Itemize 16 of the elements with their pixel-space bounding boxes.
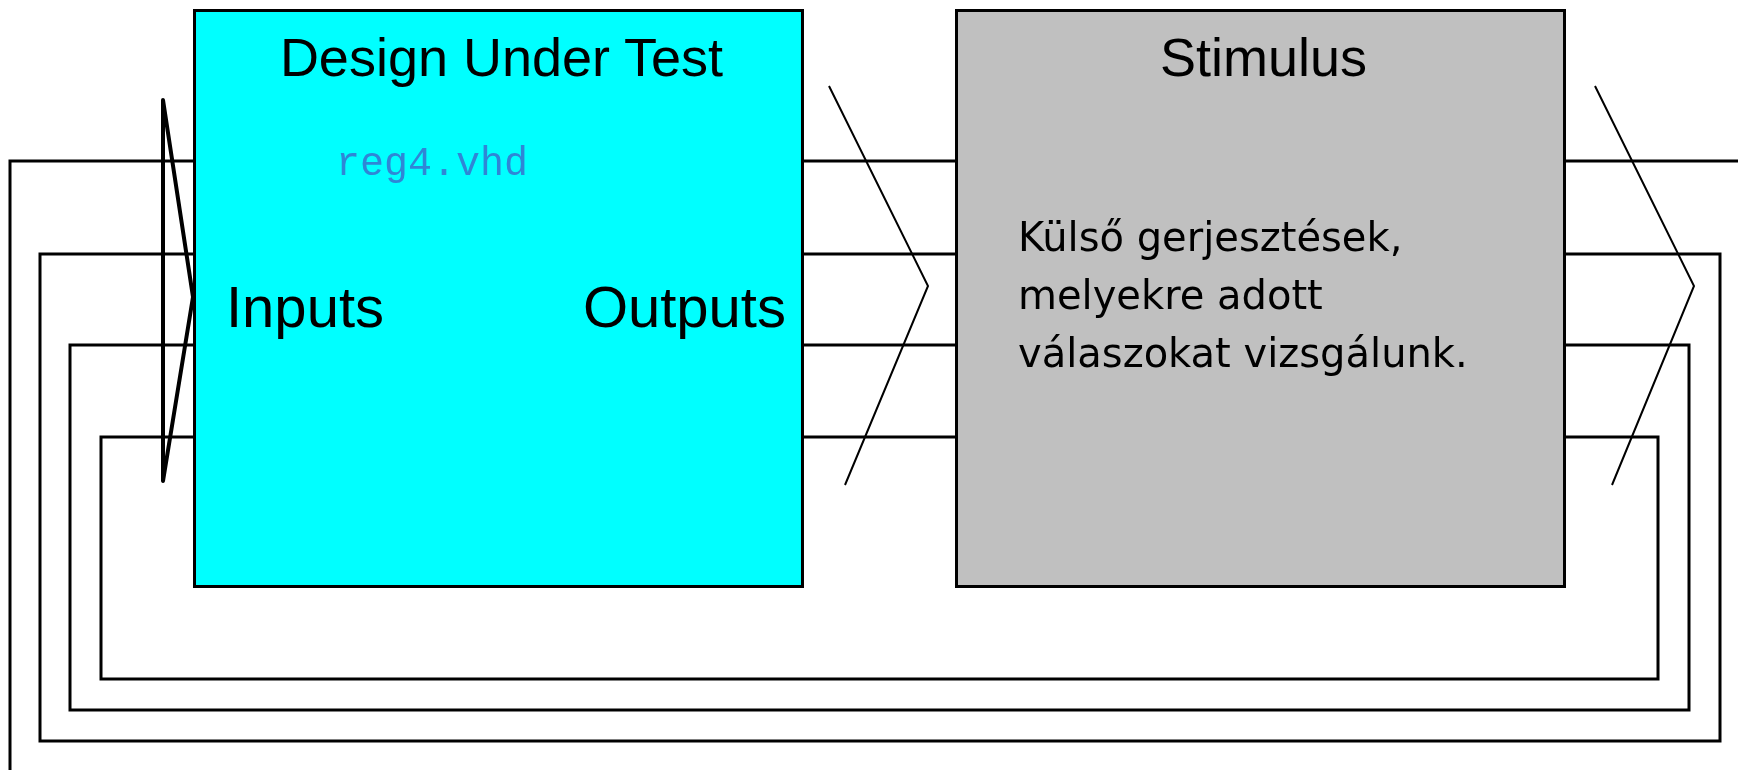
signal-line bbox=[804, 435, 955, 439]
box-title: Design Under Test bbox=[278, 26, 725, 89]
box-title: Stimulus bbox=[1158, 26, 1369, 89]
signal-line bbox=[38, 252, 1722, 743]
module-box bbox=[193, 9, 804, 588]
signal-line bbox=[99, 435, 1660, 681]
description-text: Külső gerjesztések, melyekre adott válaszokat vizsgálunk. bbox=[1018, 213, 1469, 378]
port-label: Outputs bbox=[581, 274, 786, 341]
signal-line bbox=[804, 343, 955, 347]
signal-line bbox=[804, 252, 955, 256]
signal-line bbox=[8, 159, 1738, 770]
module-box bbox=[955, 9, 1566, 588]
signal-line bbox=[68, 343, 1691, 712]
port-label: Inputs bbox=[226, 274, 385, 341]
signal-line bbox=[804, 159, 955, 163]
file-name: reg4.vhd bbox=[336, 142, 530, 188]
